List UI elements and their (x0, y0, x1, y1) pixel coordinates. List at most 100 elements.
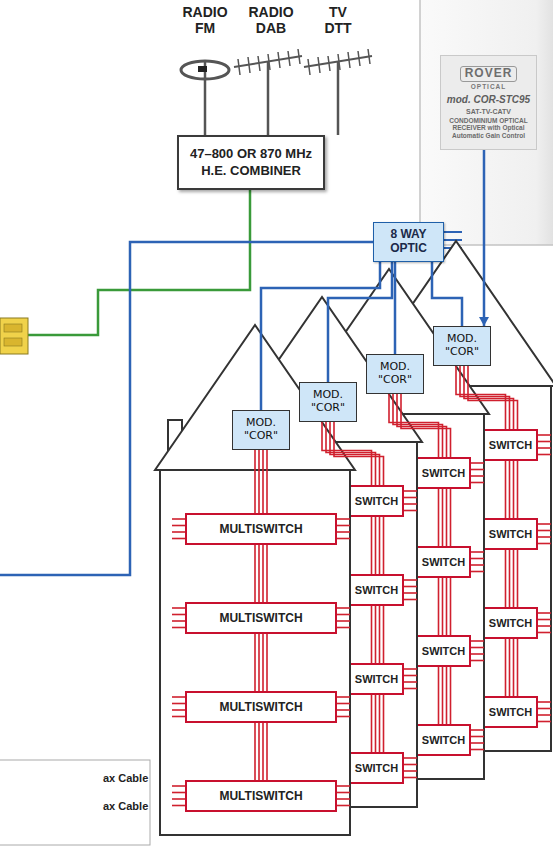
node-text: SWITCH (422, 645, 465, 657)
cable-stub (172, 620, 185, 622)
coax-line (258, 545, 260, 602)
coax-line (517, 639, 519, 696)
node-text: SWITCH (489, 439, 532, 451)
coax-line (397, 394, 447, 457)
coax-line (262, 723, 264, 780)
cable-stub (337, 607, 350, 609)
cable-stub (337, 620, 350, 622)
node-text: SWITCH (422, 556, 465, 568)
cable-stub (172, 716, 185, 718)
receiver-housing (420, 0, 553, 245)
optical-fiber (395, 262, 396, 354)
antenna-label: RADIO DAB (248, 4, 293, 36)
coax-bundle (439, 578, 451, 635)
coax-line (254, 723, 256, 780)
coax-line (258, 450, 260, 513)
cable-stub (337, 518, 350, 520)
cable-stub (404, 757, 417, 759)
logo-text: ROVER (460, 66, 518, 82)
multiswitch-box: SWITCH (418, 546, 471, 578)
cable-stub (471, 729, 484, 731)
cable-stub (538, 530, 551, 532)
cable-stub (337, 525, 350, 527)
node-text: MOD. "COR" (378, 361, 412, 386)
cable-stub (172, 531, 185, 533)
coax-line (383, 606, 385, 663)
cable-stub (538, 632, 551, 634)
coax-line (446, 667, 448, 724)
cable-stub (337, 792, 350, 794)
coax-line (375, 606, 377, 663)
coax-line (371, 695, 373, 752)
cable-stub (404, 681, 417, 683)
optical-module-box: MOD. "COR" (232, 410, 290, 450)
cable-stub (404, 770, 417, 772)
cable-stub (172, 798, 185, 800)
cable-stub (538, 612, 551, 614)
cable-stub (172, 538, 185, 540)
node-text: MULTISWITCH (219, 522, 302, 536)
cable-stub (404, 510, 417, 512)
coax-line (438, 578, 440, 635)
cable-stub (172, 792, 185, 794)
antennas (181, 49, 372, 135)
coax-bundle (372, 517, 384, 574)
coax-line (442, 489, 444, 546)
coax-line (258, 723, 260, 780)
coax-line (442, 578, 444, 635)
cable-stub (471, 571, 484, 573)
optical-fiber (432, 262, 462, 326)
multiswitch-box: SWITCH (418, 724, 471, 756)
multiswitch-box: SWITCH (418, 635, 471, 667)
cable-stub (538, 523, 551, 525)
node-text: MOD. "COR" (311, 389, 345, 414)
cable-stub (471, 469, 484, 471)
multiswitch-box: SWITCH (351, 752, 404, 784)
node-text: MULTISWITCH (219, 789, 302, 803)
coax-line (450, 489, 452, 546)
cable-stub (172, 703, 185, 705)
coax-line (505, 639, 507, 696)
coax-line (254, 545, 256, 602)
coax-line (401, 394, 451, 457)
cable-stub (404, 688, 417, 690)
cable-stub (404, 503, 417, 505)
coax-line (266, 545, 268, 602)
cable-stub (337, 627, 350, 629)
node-text: MULTISWITCH (219, 700, 302, 714)
optical-module-box: MOD. "COR" (366, 354, 424, 394)
coax-bundle (255, 634, 267, 691)
node-text: SWITCH (489, 706, 532, 718)
cable-stub (404, 497, 417, 499)
multiswitch-box: SWITCH (351, 663, 404, 695)
cable-stub (471, 558, 484, 560)
coax-line (442, 667, 444, 724)
node-text: SWITCH (355, 495, 398, 507)
cable-stub (337, 805, 350, 807)
multiswitch-box: SWITCH (351, 574, 404, 606)
coax-line (371, 606, 373, 663)
cable-stub (538, 625, 551, 627)
cable-stub (471, 749, 484, 751)
cable-stub (172, 525, 185, 527)
optical-module-box: MOD. "COR" (433, 326, 491, 366)
node-text: MULTISWITCH (219, 611, 302, 625)
cable-stub (172, 627, 185, 629)
coax-bundle (322, 422, 384, 485)
coax-line (254, 450, 256, 513)
coax-bundle (389, 394, 451, 457)
node-text: SAT-TV-CATV (466, 108, 511, 116)
coax-line (464, 366, 514, 429)
coax-line (330, 422, 380, 485)
multiswitch-box: MULTISWITCH (185, 691, 337, 723)
node-text: MOD. "COR" (445, 333, 479, 358)
node-text: SWITCH (355, 762, 398, 774)
multiswitch-box: MULTISWITCH (185, 780, 337, 812)
node-text: SWITCH (355, 673, 398, 685)
coax-line (505, 461, 507, 518)
optical-fiber (479, 150, 489, 326)
node-text: MOD. "COR" (244, 417, 278, 442)
cable-stub (471, 742, 484, 744)
cable-stub (337, 798, 350, 800)
